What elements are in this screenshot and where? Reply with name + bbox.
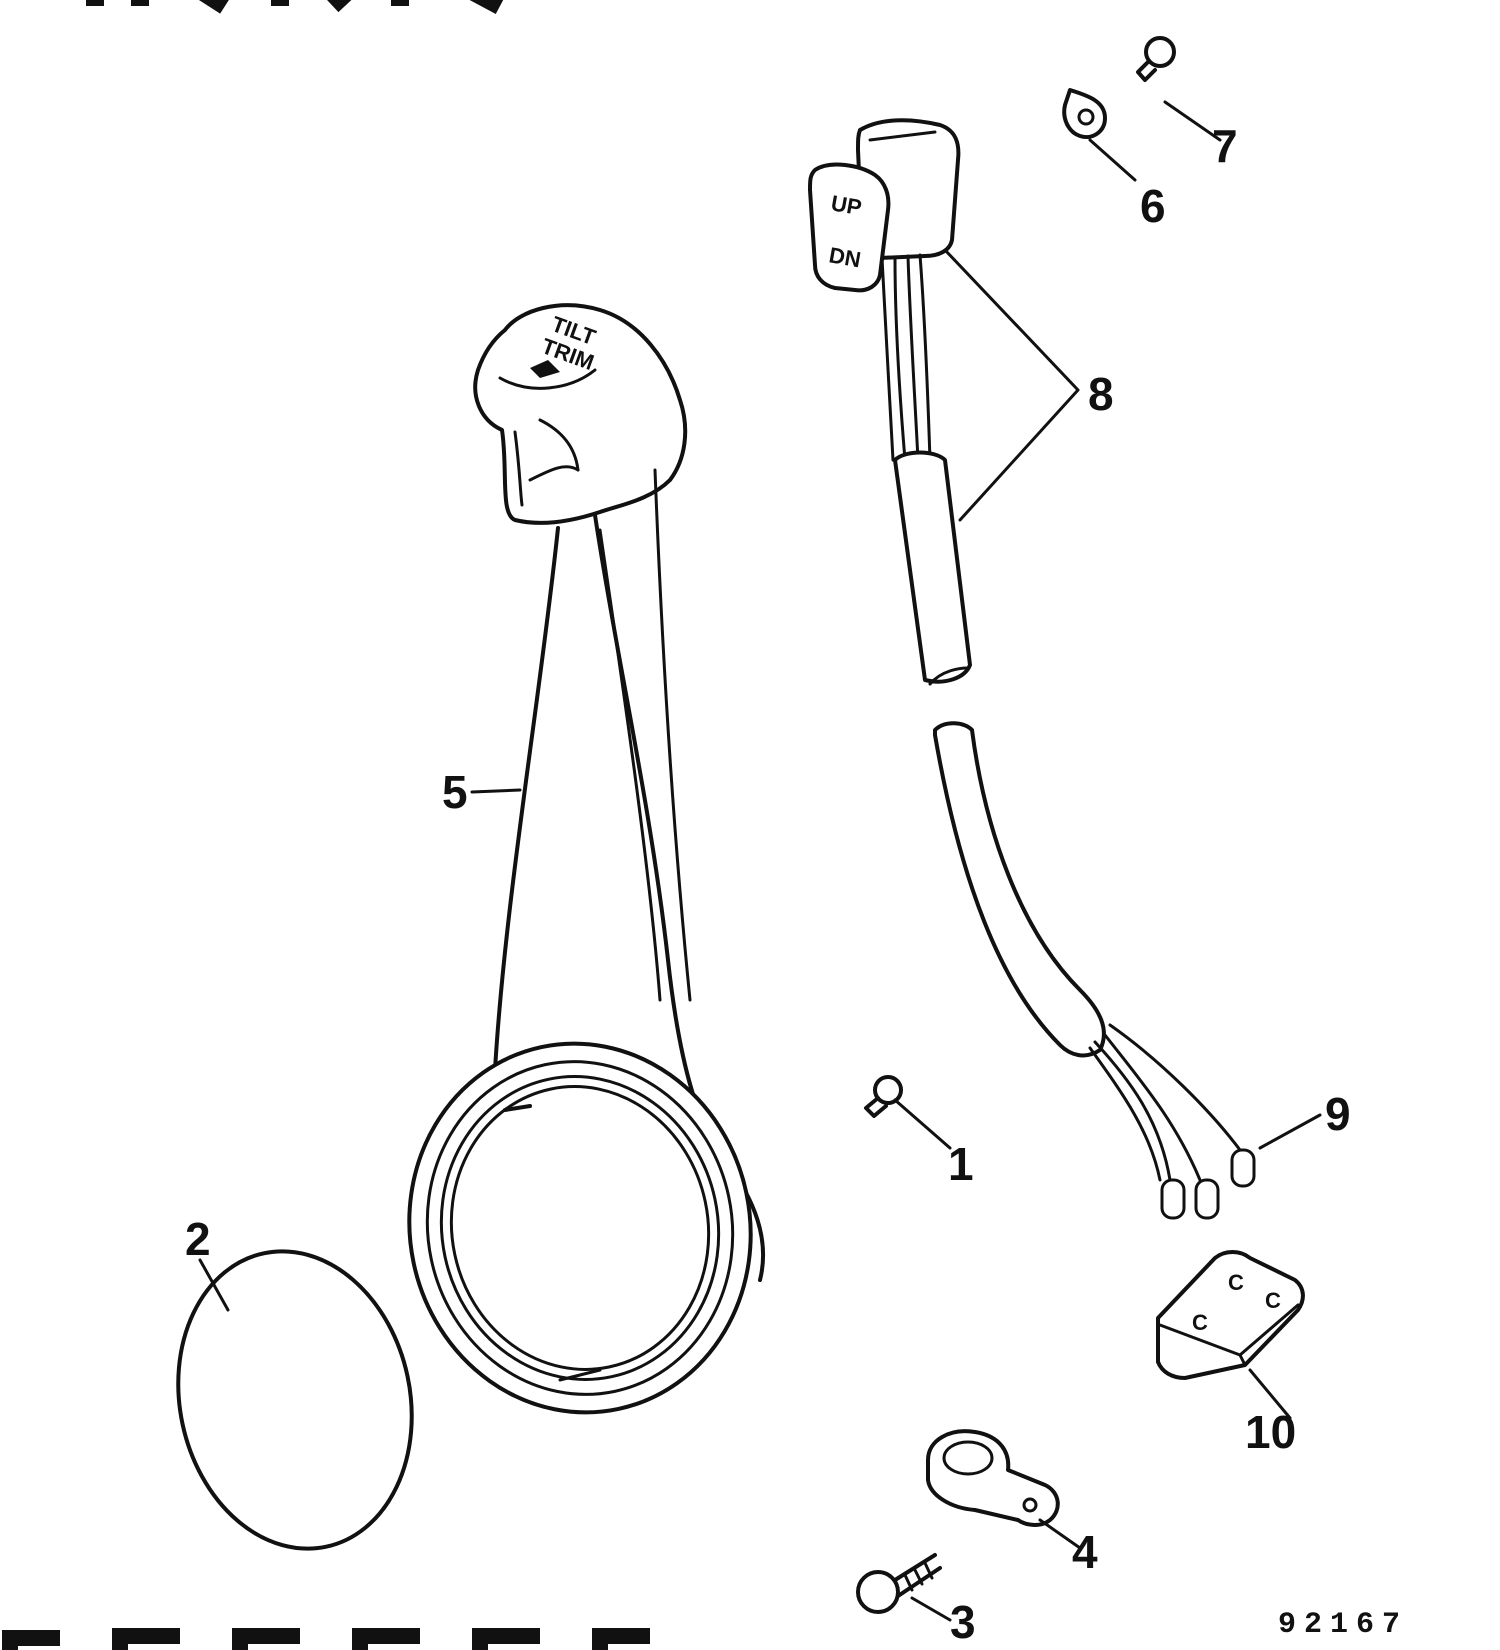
drawing-number: 92167 (1278, 1608, 1408, 1642)
svg-text:C: C (1228, 1270, 1244, 1295)
callout-9: 9 (1325, 1088, 1351, 1140)
cropped-title-bottom (2, 1628, 650, 1650)
screw-part-3 (856, 1553, 942, 1614)
svg-text:C: C (1265, 1288, 1281, 1313)
callout-7: 7 (1212, 120, 1238, 172)
switch-label-up: UP (829, 190, 863, 220)
switch-label-dn: DN (827, 242, 863, 272)
terminal-block-part-10: C C C (1156, 1250, 1305, 1380)
trim-switch-part-8: UP DN (808, 118, 1256, 1220)
leader-lines (198, 100, 1322, 1622)
cropped-title-top (86, 0, 504, 14)
callout-3: 3 (950, 1596, 976, 1648)
lens-part-2 (176, 1249, 414, 1551)
callout-10: 10 (1245, 1406, 1296, 1458)
callout-4: 4 (1072, 1526, 1098, 1578)
callout-6: 6 (1140, 180, 1166, 232)
clamp-part-4 (926, 1429, 1060, 1527)
control-handle-part-5: TILT TRIM (407, 303, 765, 1415)
svg-text:C: C (1192, 1310, 1208, 1335)
callout-5: 5 (442, 766, 468, 818)
callout-8: 8 (1088, 368, 1114, 420)
callout-2: 2 (185, 1213, 211, 1265)
washer-part-6 (1062, 88, 1107, 139)
callout-1: 1 (948, 1138, 974, 1190)
screw-part-7 (1136, 36, 1176, 82)
screw-part-1 (864, 1075, 903, 1118)
